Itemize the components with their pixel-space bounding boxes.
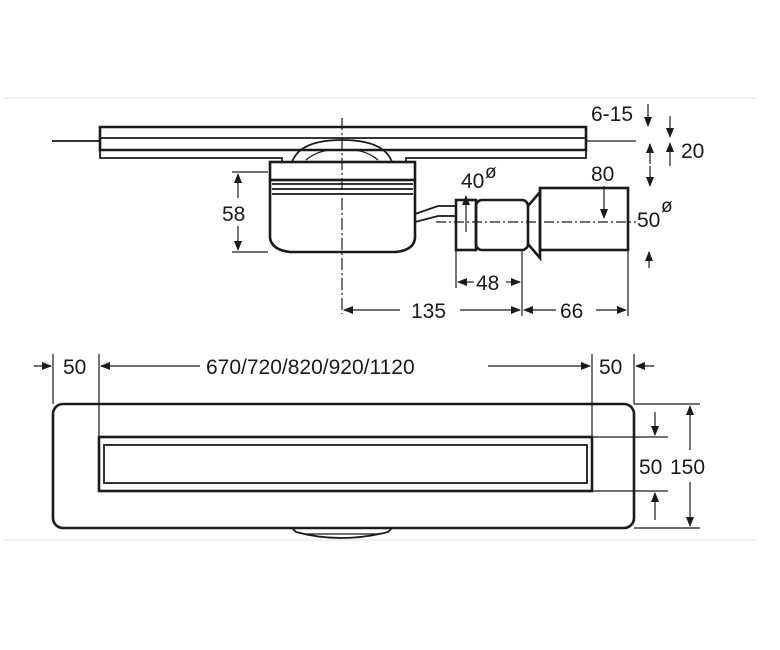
dim-slot-width-label: 50 xyxy=(639,456,662,479)
side-view: 6-15 20 80 40 ø 50 ø 58 48 135 xyxy=(52,103,704,323)
dim-pipe-extension-label: 66 xyxy=(560,300,583,323)
trap-dome-rib-left xyxy=(305,149,343,161)
dim-trap-to-pipe-label: 135 xyxy=(411,300,446,323)
trap-outline-bottom xyxy=(291,527,393,539)
dim-outlet-diameter-right-symbol: ø xyxy=(661,196,673,217)
dim-depth-range-label: 6-15 xyxy=(591,103,633,126)
top-view: 50 670/720/820/920/1120 50 50 150 xyxy=(34,354,705,539)
outlet-pipe-40 xyxy=(474,198,530,252)
outlet-neck xyxy=(414,205,456,215)
trap-body xyxy=(268,180,417,254)
dim-outlet-diameter-left-label: 40 xyxy=(461,170,484,193)
outlet-neck-lower xyxy=(414,215,456,223)
dim-left-margin-label: 50 xyxy=(63,356,86,379)
dim-trap-height-label: 58 xyxy=(222,203,245,226)
drain-plate xyxy=(51,402,636,530)
channel-lower-lip xyxy=(99,149,587,163)
drain-slot-outer xyxy=(97,435,594,493)
drain-slot-inner xyxy=(103,444,588,484)
dim-total-width-label: 150 xyxy=(670,456,705,479)
outlet-reducer xyxy=(527,188,542,262)
trap-dome-rib-right xyxy=(341,149,379,161)
dim-frame-height-label: 20 xyxy=(681,140,704,163)
dim-right-margin-label: 50 xyxy=(599,356,622,379)
dim-outlet-height-label: 80 xyxy=(591,163,614,186)
dim-outlet-diameter-right-label: 50 xyxy=(637,209,660,232)
dim-pipe-length-label: 48 xyxy=(476,272,499,295)
dim-outlet-diameter-left-symbol: ø xyxy=(485,162,497,183)
dim-lengths-label: 670/720/820/920/1120 xyxy=(206,356,415,379)
outlet-pipe-50 xyxy=(538,186,630,252)
